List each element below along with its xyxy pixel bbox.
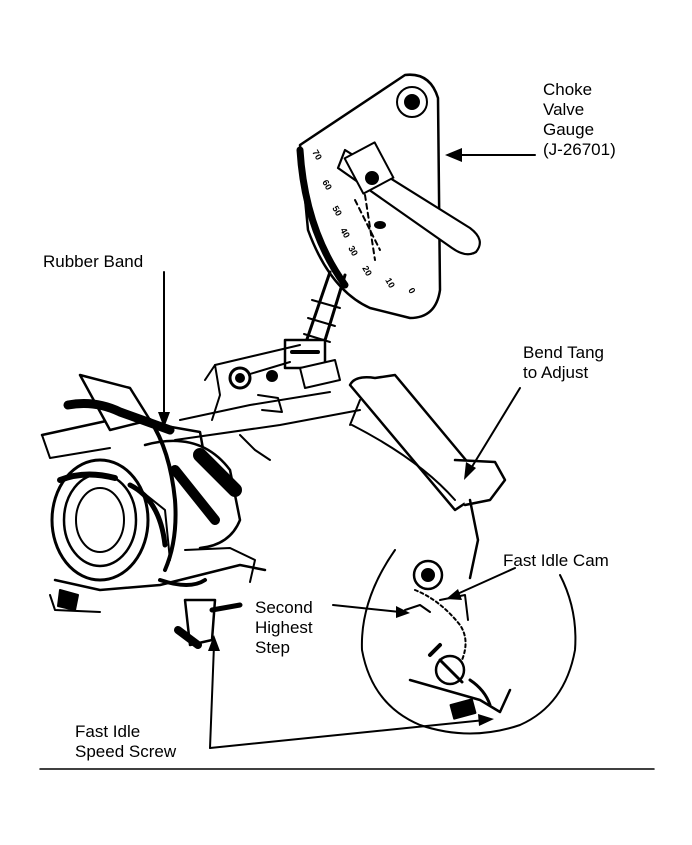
choke-valve-gauge-label: Choke Valve Gauge (J-26701): [543, 80, 616, 159]
gauge-scale-mark: 50: [330, 204, 344, 218]
second-highest-step-label: Second Highest Step: [255, 598, 313, 657]
rubber-band-label: Rubber Band: [43, 252, 144, 271]
gauge-scale-mark: 40: [338, 226, 352, 240]
gauge-linkage: [283, 270, 347, 389]
gauge-scale-mark: 30: [346, 244, 360, 258]
gauge-scale-mark: 70: [310, 148, 324, 162]
gauge-scale-mark: 60: [320, 178, 334, 192]
fast-idle-speed-screw-label: Fast Idle Speed Screw: [75, 722, 177, 761]
gauge-scale-mark: 10: [383, 276, 397, 290]
callout-arrowheads: [158, 148, 494, 726]
fast-idle-cam-label: Fast Idle Cam: [503, 551, 609, 570]
choke-valve-gauge: [296, 73, 481, 320]
rubber-band: [148, 418, 178, 572]
gauge-scale-mark: 20: [360, 264, 374, 278]
gauge-scale-mark: 0: [406, 286, 417, 295]
carburetor-body: [40, 373, 267, 649]
callout-lines: [163, 154, 536, 749]
choke-linkage: [174, 344, 361, 461]
bend-tang-label: Bend Tang to Adjust: [523, 343, 604, 382]
